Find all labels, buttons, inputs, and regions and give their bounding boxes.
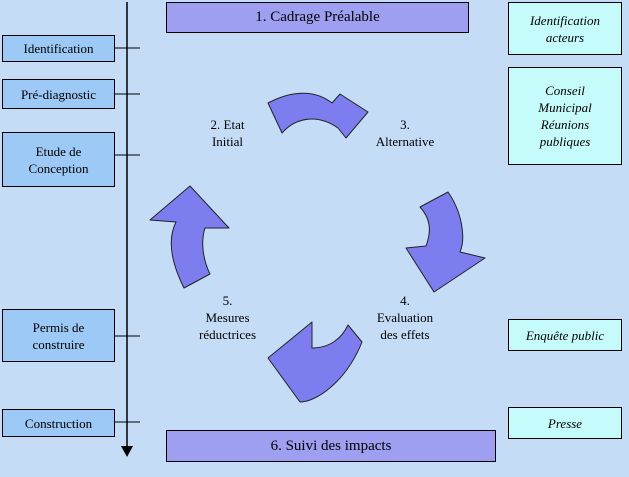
stage-label: Etude de Conception: [28, 143, 89, 176]
cycle-arrow-bottom: [267, 321, 363, 403]
stage-etude-conception: Etude de Conception: [2, 132, 115, 187]
note-conseil-municipal: Conseil Municipal Réunions publiques: [508, 67, 622, 165]
step-etat-initial: 2. Etat Initial: [210, 117, 245, 149]
step-mesures-reductrices: 5. Mesures réductrices: [198, 293, 257, 342]
stage-permis-construire: Permis de construire: [2, 309, 115, 362]
note-label: Conseil Municipal Réunions publiques: [538, 83, 592, 149]
note-label: Enquête public: [525, 327, 605, 343]
note-label: Presse: [547, 415, 583, 431]
cycle-arrow-left: [149, 185, 230, 289]
phase-cadrage-prealable: 1. Cadrage Préalable: [166, 2, 469, 33]
stage-identification: Identification: [2, 35, 115, 62]
step-evaluation-effets: 4. Evaluation des effets: [376, 293, 434, 342]
phase-label: 1. Cadrage Préalable: [255, 9, 380, 25]
phase-suivi-impacts: 6. Suivi des impacts: [166, 430, 496, 462]
cycle-arrow-right: [405, 191, 486, 293]
stage-pre-diagnostic: Pré-diagnostic: [2, 79, 115, 109]
note-label: Identification acteurs: [529, 12, 601, 45]
stage-label: Permis de construire: [32, 319, 85, 352]
cycle-arrow-top: [267, 92, 369, 139]
stage-label: Identification: [23, 41, 94, 56]
stage-construction: Construction: [2, 409, 115, 437]
note-presse: Presse: [508, 407, 622, 439]
stage-label: Construction: [24, 415, 93, 431]
stage-label: Pré-diagnostic: [20, 86, 97, 102]
step-alternative: 3. Alternative: [375, 117, 435, 149]
phase-label: 6. Suivi des impacts: [270, 437, 392, 454]
note-enquete-public: Enquête public: [508, 319, 622, 351]
note-identification-acteurs: Identification acteurs: [508, 2, 622, 55]
